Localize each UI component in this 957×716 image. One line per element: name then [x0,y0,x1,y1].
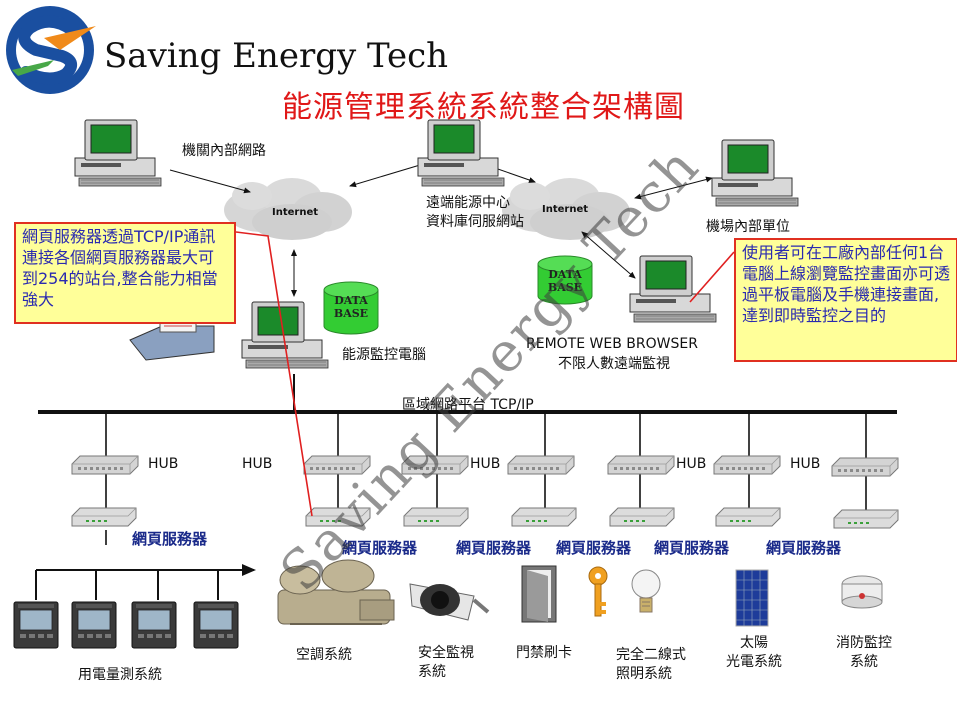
database-icon-remote [537,255,593,305]
printer-icon [129,317,215,361]
label-lighting-system: 完全二線式 照明系統 [616,646,686,684]
label-cctv-line1: 安全監視 [418,645,474,661]
wan-links [169,160,713,297]
web-server-label-5: 網頁服務器 [654,539,730,557]
cloud-label-right: Internet [542,204,589,215]
label-fire-line1: 消防監控 [836,635,892,651]
power-meter-4 [193,601,239,649]
hub-label-5: HUB [790,456,821,472]
web-server-label-2: 網頁服務器 [342,539,418,557]
database-label-main-line1: DATA [334,294,368,307]
web-server-device-3 [403,507,469,527]
hub-device-7 [831,457,899,477]
hub-device-6 [713,455,781,475]
hub-device-4 [507,455,575,475]
label-cctv-system: 安全監視 系統 [418,644,474,682]
pc-airport-unit [711,139,799,207]
web-server-device-1 [71,507,137,527]
label-fire-system: 消防監控 系統 [836,634,892,672]
key-icon [588,566,608,617]
label-cctv-line2: 系統 [418,664,446,680]
power-meter-3 [131,601,177,649]
label-meter-system: 用電量測系統 [78,667,162,683]
power-meter-2 [71,601,117,649]
pc-remote-center [417,119,505,187]
label-remote-center-line2: 資料庫伺服網站 [426,214,524,230]
company-logo [6,6,96,94]
hub-label-3: HUB [470,456,501,472]
power-meter-1 [13,601,59,649]
label-remote-center: 遠端能源中心 資料庫伺服網站 [426,194,524,232]
cloud-label-left: Internet [272,207,319,218]
pc-internal-network [74,119,162,187]
label-solar-line1: 太陽 [740,635,768,651]
chiller-icon [277,559,395,625]
hub-label-1: HUB [148,456,179,472]
web-server-label-1: 網頁服務器 [132,530,208,548]
label-remote-browser: REMOTE WEB BROWSER [526,336,698,352]
callout-right: 使用者可在工廠內部任何1台電腦上線瀏覽監控畫面亦可透過平板電腦及手機連接畫面,達… [734,238,957,362]
solar-panel-icon [735,569,769,627]
cctv-camera-icon [409,583,490,621]
label-remote-browser-sub: 不限人數遠端監視 [558,356,670,372]
label-access-control: 門禁刷卡 [516,645,572,661]
web-server-device-6 [715,507,781,527]
web-server-label-3: 網頁服務器 [456,539,532,557]
label-internal-network: 機關內部網路 [182,143,266,159]
label-monitor-pc: 能源監控電腦 [342,347,426,363]
diagram-title: 能源管理系統系統整合架構圖 [282,90,685,125]
label-solar-line2: 光電系統 [726,654,782,670]
label-solar-system: 太陽 光電系統 [726,634,782,672]
web-server-label-6: 網頁服務器 [766,539,842,557]
pc-monitor [241,301,329,369]
label-fire-line2: 系統 [850,654,878,670]
hub-device-1 [71,455,139,475]
label-lighting-line1: 完全二線式 [616,647,686,663]
web-server-device-7 [833,509,899,529]
database-label-remote: DATA BASE [540,268,590,294]
label-lighting-line2: 照明系統 [616,666,672,682]
hub-label-4: HUB [676,456,707,472]
hub-device-5 [607,455,675,475]
callout-pointers [235,231,735,517]
light-bulb-icon [631,569,661,613]
hub-label-2: HUB [242,456,273,472]
database-icon-main [323,281,379,335]
smoke-detector-icon [841,575,883,609]
meter-bus [35,564,256,600]
label-remote-center-line1: 遠端能源中心 [426,195,510,211]
brand-name: Saving Energy Tech [104,36,449,76]
web-server-label-4: 網頁服務器 [556,539,632,557]
database-label-main: DATA BASE [326,294,376,320]
label-lan: 區域網路平台 TCP/IP [402,397,534,413]
database-label-remote-line1: DATA [548,268,582,281]
database-label-remote-line2: BASE [547,281,583,294]
label-airport-unit: 機場內部單位 [706,219,790,235]
callout-left: 網頁服務器透過TCP/IP通訊連接各個網頁服務器最大可到254的站台,整合能力相… [14,222,236,324]
web-server-device-4 [511,507,577,527]
web-server-device-5 [609,507,675,527]
label-hvac-system: 空調系統 [296,647,352,663]
database-label-main-line2: BASE [333,307,369,320]
door-icon [521,565,557,623]
pc-remote-browser [629,255,717,323]
